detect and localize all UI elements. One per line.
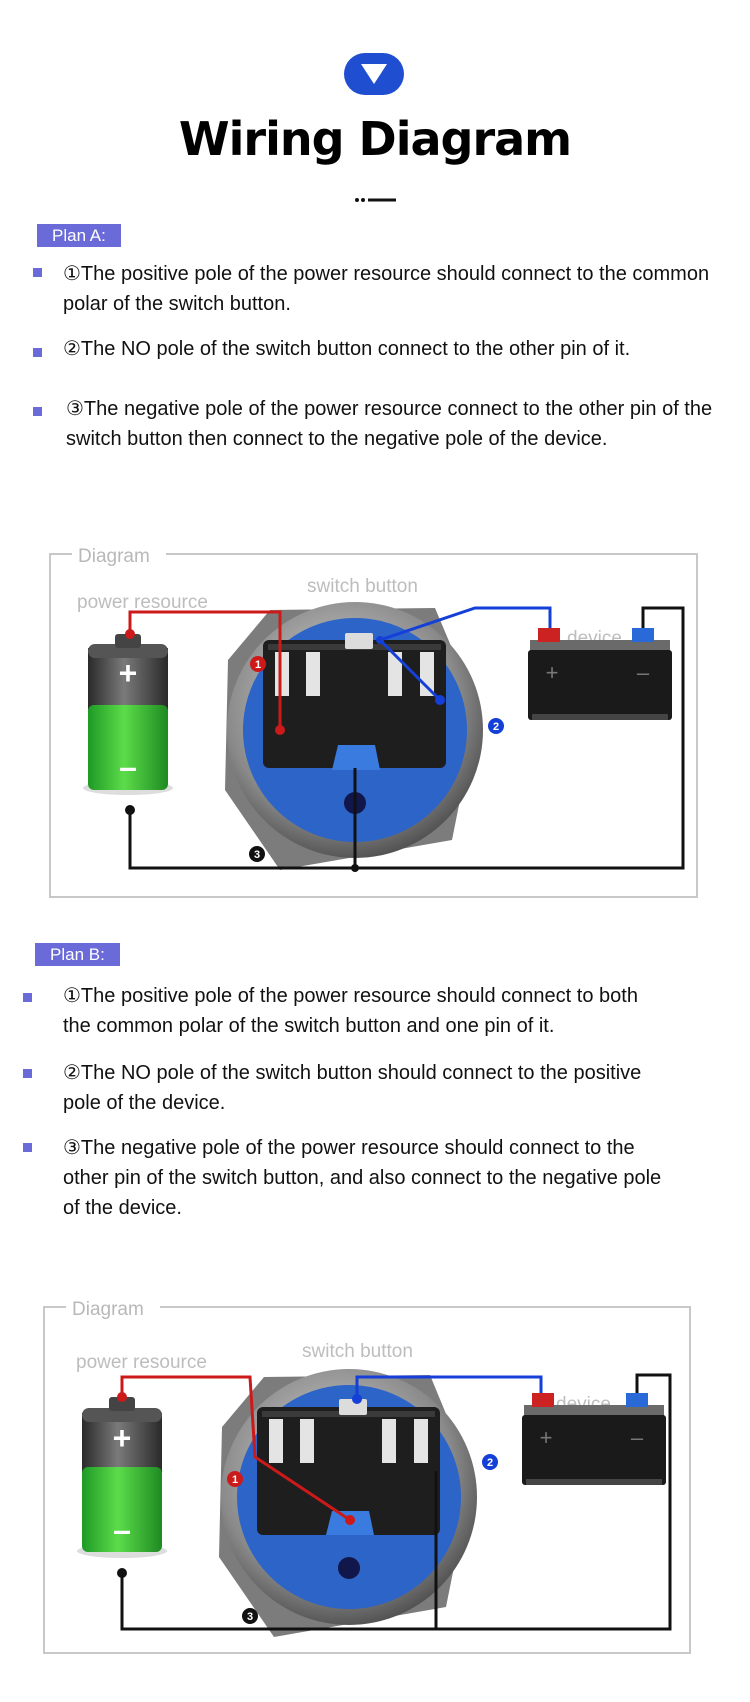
svg-text:1: 1 bbox=[255, 659, 261, 671]
svg-text:+: + bbox=[119, 655, 138, 691]
plan-a-tag: Plan A: bbox=[37, 224, 121, 247]
plan-a-item-3: ③The negative pole of the power resource… bbox=[66, 398, 713, 450]
wire-negative bbox=[128, 606, 685, 870]
svg-text:1: 1 bbox=[232, 1474, 238, 1486]
bullet-icon bbox=[33, 348, 42, 357]
marker-3-icon: 3 bbox=[242, 1608, 258, 1624]
wiring-diagram-a: Diagram power resource switch button dev… bbox=[0, 540, 750, 914]
svg-text:2: 2 bbox=[493, 721, 499, 733]
svg-text:+: + bbox=[113, 1420, 132, 1456]
page-title: Wiring Diagram bbox=[178, 112, 572, 166]
plan-b-item-2: ②The NO pole of the switch button should… bbox=[63, 1062, 642, 1114]
label-switch-button: switch button bbox=[307, 576, 418, 597]
marker-2-icon: 2 bbox=[488, 718, 504, 734]
label-power-resource: power resource bbox=[76, 1352, 207, 1373]
bullet-icon bbox=[33, 407, 42, 416]
plan-a-item-1: ①The positive pole of the power resource… bbox=[63, 263, 710, 315]
wire-no-pole bbox=[355, 1375, 543, 1399]
diagram-frame bbox=[43, 1306, 691, 1654]
wire-negative bbox=[120, 1373, 672, 1631]
svg-text:–: – bbox=[631, 1425, 644, 1450]
wiring-diagram-b: Diagram power resource switch button dev… bbox=[0, 1295, 750, 1669]
bullet-icon bbox=[23, 1069, 32, 1078]
svg-text:+: + bbox=[540, 1425, 553, 1450]
bullet-icon bbox=[23, 1143, 32, 1152]
svg-text:2: 2 bbox=[487, 1457, 493, 1469]
label-switch-button: switch button bbox=[302, 1341, 413, 1362]
svg-text:–: – bbox=[119, 749, 137, 785]
battery-icon: + – bbox=[83, 634, 173, 795]
device-battery-icon: + – bbox=[522, 1393, 666, 1485]
device-battery-icon: + – bbox=[528, 628, 672, 720]
bullet-icon bbox=[23, 993, 32, 1002]
wire-positive bbox=[128, 610, 282, 730]
svg-text:–: – bbox=[637, 660, 650, 685]
marker-2-icon: 2 bbox=[482, 1454, 498, 1470]
svg-text:3: 3 bbox=[247, 1611, 253, 1623]
plan-b-item-1: ①The positive pole of the power resource… bbox=[63, 985, 638, 1037]
marker-3-icon: 3 bbox=[249, 846, 265, 862]
diagram-frame bbox=[49, 553, 698, 898]
plan-b-item-3: ③The negative pole of the power resource… bbox=[63, 1137, 662, 1219]
diagram-frame-label: Diagram bbox=[72, 1299, 144, 1320]
battery-icon: + – bbox=[77, 1397, 167, 1558]
diagram-frame-label: Diagram bbox=[78, 546, 150, 567]
title-underline bbox=[355, 198, 396, 202]
bullet-icon bbox=[33, 268, 42, 277]
wire-no-pole bbox=[379, 606, 552, 642]
section-badge bbox=[344, 53, 404, 95]
svg-text:+: + bbox=[546, 660, 559, 685]
marker-1-icon: 1 bbox=[227, 1471, 243, 1487]
svg-text:–: – bbox=[113, 1512, 131, 1548]
svg-text:3: 3 bbox=[254, 849, 260, 861]
switch-button-icon bbox=[219, 1369, 477, 1637]
plan-b-tag: Plan B: bbox=[35, 943, 120, 966]
plan-a-item-2: ②The NO pole of the switch button connec… bbox=[63, 338, 631, 360]
marker-1-icon: 1 bbox=[250, 656, 266, 672]
chevron-down-icon bbox=[361, 64, 387, 84]
wire-positive bbox=[120, 1375, 351, 1522]
label-power-resource: power resource bbox=[77, 592, 208, 613]
